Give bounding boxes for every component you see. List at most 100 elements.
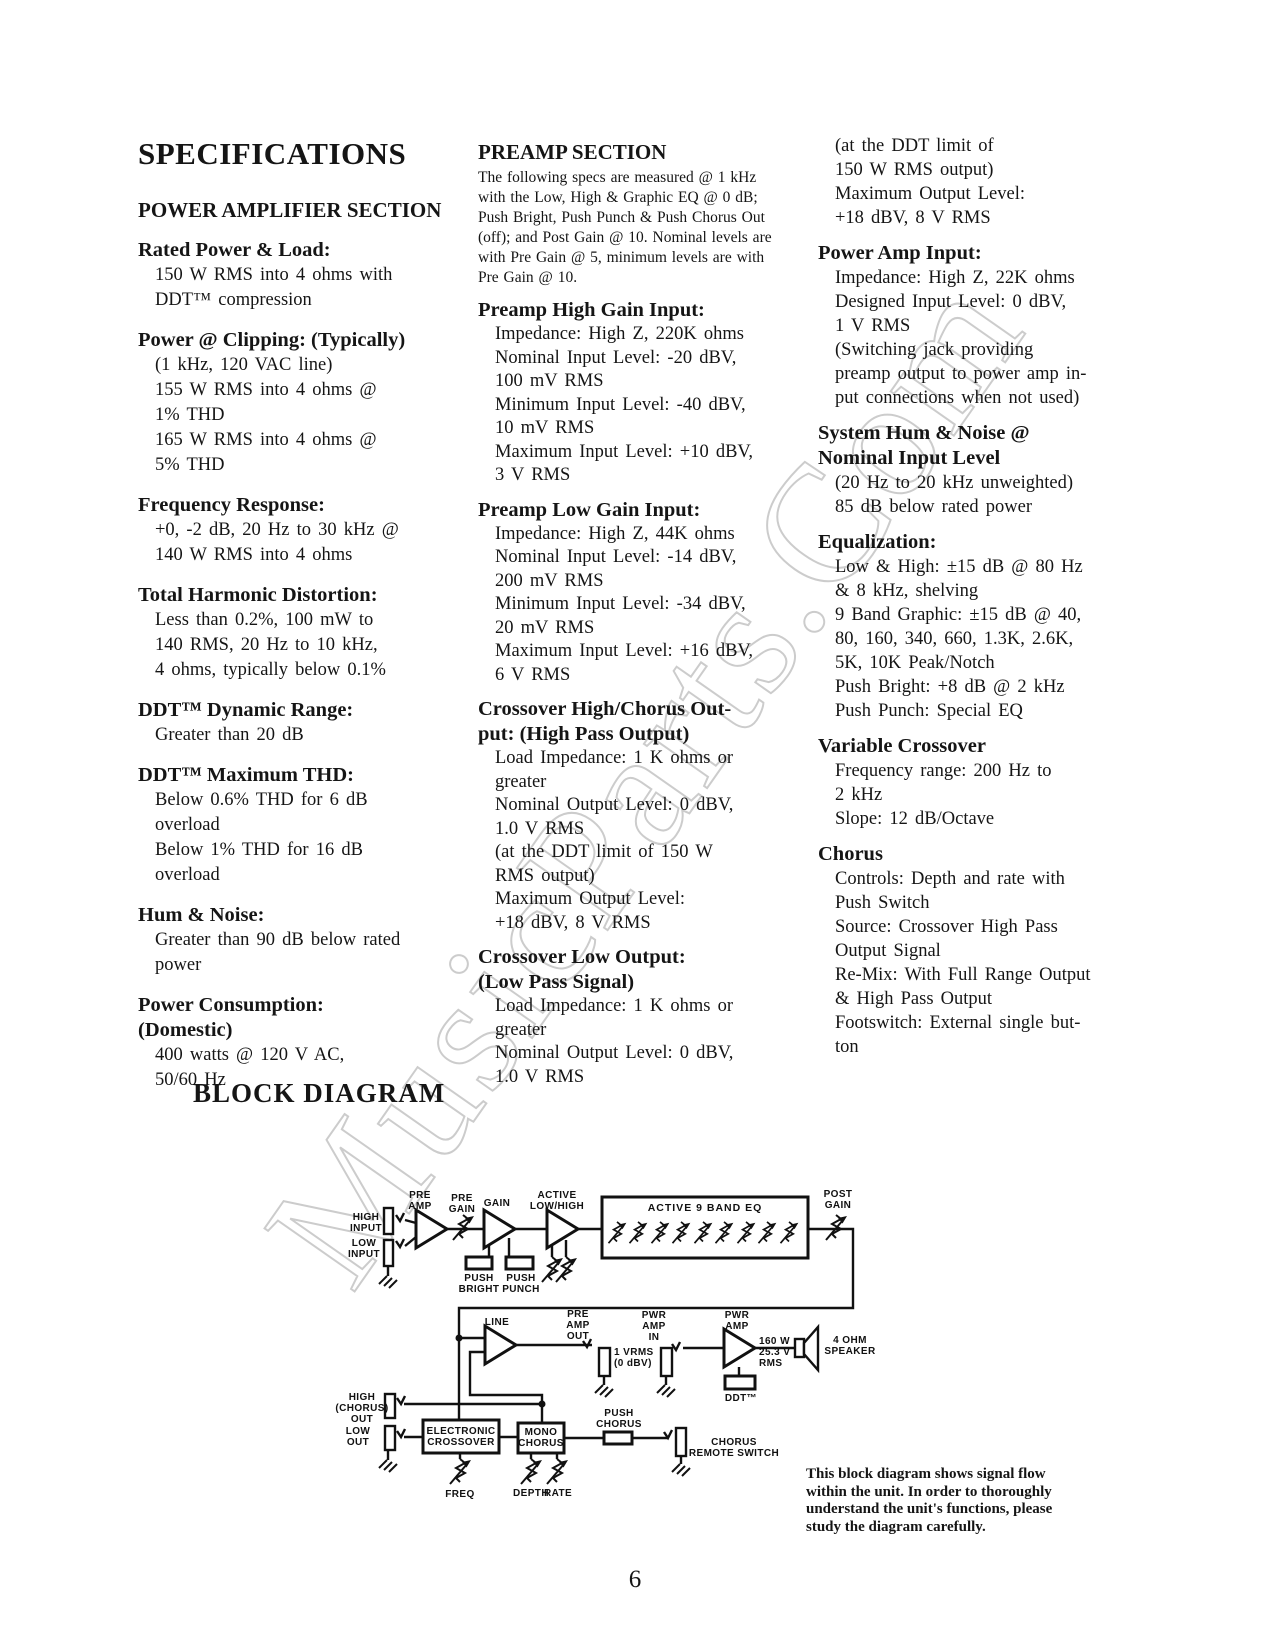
spec-line: 165 W RMS into 4 ohms @ <box>155 430 377 450</box>
spec-line: 150 W RMS output) <box>835 160 994 180</box>
spec-line: Greater than 90 dB below rated <box>155 930 401 950</box>
eq-box-label: ACTIVE 9 BAND EQ <box>648 1202 763 1214</box>
spec-line: Nominal Output Level: 0 dBV, <box>495 1043 734 1063</box>
spec-line: Nominal Input Level: -14 dBV, <box>495 547 737 567</box>
spec-line: 400 watts @ 120 V AC, <box>155 1045 345 1065</box>
spec-line: Push Punch: Special EQ <box>835 701 1023 721</box>
pre-amp-triangle <box>414 1208 449 1250</box>
ddt-label: DDT™ <box>725 1393 757 1404</box>
push-punch-switch <box>504 1255 535 1271</box>
spec-line: +0, -2 dB, 20 Hz to 30 kHz @ <box>155 520 399 540</box>
spec-heading: Chorus <box>818 843 883 865</box>
low-out-jack <box>383 1424 397 1452</box>
spec-line: Designed Input Level: 0 dBV, <box>835 292 1067 312</box>
spec-line: Below 1% THD for 16 dB <box>155 840 363 860</box>
block-diagram-heading: BLOCK DIAGRAM <box>193 1078 446 1108</box>
spec-heading: Frequency Response: <box>138 494 325 516</box>
spec-line: (20 Hz to 20 kHz unweighted) <box>835 473 1074 493</box>
post-gain-pot <box>825 1214 848 1241</box>
column-power-amplifier: SPECIFICATIONS POWER AMPLIFIER SECTION R… <box>138 136 476 1093</box>
power-amplifier-spec-list: Rated Power & Load:150 W RMS into 4 ohms… <box>138 238 476 1093</box>
spec-line: Load Impedance: 1 K ohms or <box>495 748 734 768</box>
spec-line: & 8 kHz, shelving <box>835 581 979 601</box>
spec-line: (Switching jack providing <box>835 340 1034 360</box>
spec-line: Re-Mix: With Full Range Output <box>835 965 1091 985</box>
preamp-spec-list: Preamp High Gain Input:Impedance: High Z… <box>478 298 814 1089</box>
spec-section: Total Harmonic Distortion:Less than 0.2%… <box>138 583 476 683</box>
spec-line: 1.0 V RMS <box>495 1066 585 1087</box>
rate-label: RATE <box>544 1488 572 1499</box>
ground-symbol <box>671 1463 691 1477</box>
spec-line: 3 V RMS <box>495 465 571 485</box>
preamp-intro-text: The following specs are measured @ 1 kHz… <box>478 169 772 286</box>
spec-line: 1 V RMS <box>835 316 911 336</box>
high-chorus-out-label: HIGH(CHORUS)OUT <box>335 1392 388 1425</box>
pre-gain-pot <box>452 1214 475 1241</box>
spec-line: (1 kHz, 120 VAC line) <box>155 355 333 375</box>
spec-line: Maximum Input Level: +10 dBV, <box>495 441 754 462</box>
preamp-spec-list-continued: Power Amp Input:Impedance: High Z, 22K o… <box>818 241 1170 1059</box>
active-low-high-triangle <box>545 1208 580 1250</box>
speaker-icon <box>793 1323 820 1374</box>
spec-line: greater <box>495 1019 547 1040</box>
spec-line: 10 mV RMS <box>495 418 595 438</box>
spec-line: ton <box>835 1037 859 1057</box>
spec-heading: Crossover High/Chorus Out- put: (High Pa… <box>478 698 732 745</box>
spec-line: 1.0 V RMS <box>495 818 585 839</box>
spec-heading: DDT™ Maximum THD: <box>138 764 355 786</box>
depth-label: DEPTH <box>513 1488 549 1499</box>
low-input-jack <box>382 1238 395 1268</box>
spec-line: Push Bright: +8 dB @ 2 kHz <box>835 677 1065 697</box>
spec-line: preamp output to power amp in- <box>835 364 1087 384</box>
spec-heading: Preamp Low Gain Input: <box>478 498 701 521</box>
line-amp-label: LINE <box>485 1317 509 1328</box>
spec-line: 5K, 10K Peak/Notch <box>835 653 995 673</box>
spec-section: Power @ Clipping: (Typically)(1 kHz, 120… <box>138 328 476 478</box>
power-amplifier-section-heading: POWER AMPLIFIER SECTION <box>138 198 442 222</box>
spec-line: 150 W RMS into 4 ohms with <box>155 265 393 285</box>
spec-section: Crossover High/Chorus Out- put: (High Pa… <box>478 697 814 935</box>
page-number: 6 <box>628 1566 642 1593</box>
gain-label: GAIN <box>484 1198 511 1209</box>
spec-line: +18 dBV, 8 V RMS <box>835 208 991 228</box>
spec-line: Below 0.6% THD for 6 dB <box>155 790 368 810</box>
spec-line: 155 W RMS into 4 ohms @ <box>155 380 377 400</box>
spec-section: Hum & Noise:Greater than 90 dB below rat… <box>138 903 476 978</box>
line-amp-triangle <box>483 1324 518 1366</box>
spec-heading: System Hum & Noise @ Nominal Input Level <box>818 422 1030 469</box>
spec-heading: Preamp High Gain Input: <box>478 299 705 321</box>
spec-section: DDT™ Maximum THD: Below 0.6% THD for 6 dB… <box>138 763 476 888</box>
spec-heading: Equalization: <box>818 531 937 553</box>
spec-line: Maximum Output Level: <box>835 184 1025 204</box>
spec-line: 2 kHz <box>835 785 883 805</box>
spec-line: DDT™ compression <box>155 290 312 310</box>
spec-heading: Power Consumption: (Domestic) <box>138 994 324 1041</box>
spec-line: 200 mV RMS <box>495 570 604 591</box>
spec-section: Preamp Low Gain Input:Impedance: High Z,… <box>478 498 814 688</box>
spec-heading: DDT™ Dynamic Range: <box>138 699 354 721</box>
freq-label: FREQ <box>445 1489 474 1500</box>
spec-line: Minimum Input Level: -34 dBV, <box>495 594 746 614</box>
spec-line: 9 Band Graphic: ±15 dB @ 40, <box>835 605 1082 625</box>
spec-section: System Hum & Noise @ Nominal Input Level… <box>818 421 1170 519</box>
eq-box <box>600 1195 810 1260</box>
spec-line: Less than 0.2%, 100 mW to <box>155 610 374 630</box>
spec-heading: Crossover Low Output: (Low Pass Signal) <box>478 946 686 993</box>
spec-section: Crossover Low Output: (Low Pass Signal)L… <box>478 945 814 1089</box>
electronic-crossover-box <box>421 1418 501 1455</box>
